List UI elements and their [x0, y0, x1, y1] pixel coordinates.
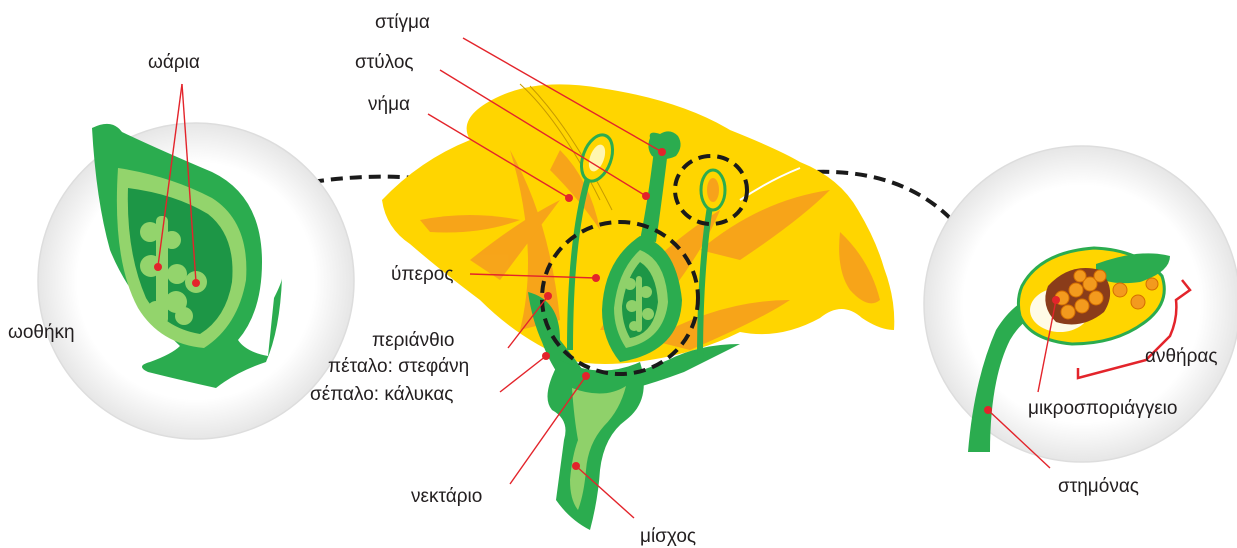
label-anther: ανθήρας [1145, 346, 1218, 367]
label-petal: πέταλο: στεφάνη [328, 356, 469, 377]
label-ovary: ωοθήκη [8, 322, 75, 343]
label-stamen: στημόνας [1058, 476, 1139, 497]
label-style: στύλος [355, 52, 414, 73]
label-sepal: σέπαλο: κάλυκας [310, 384, 453, 405]
flower-central [382, 84, 894, 530]
receptacle-shape [548, 360, 644, 530]
label-pistil: ύπερος [391, 264, 454, 285]
label-stigma: στίγμα [375, 12, 430, 33]
label-microsporangium: μικροσποριάγγειο [1028, 398, 1177, 419]
label-perianth: περιάνθιο [372, 330, 454, 351]
label-filament: νήμα [368, 94, 410, 115]
label-receptacle: μίσχος [640, 526, 696, 547]
label-ovules: ωάρια [148, 52, 200, 73]
label-nectary: νεκτάριο [411, 486, 482, 507]
